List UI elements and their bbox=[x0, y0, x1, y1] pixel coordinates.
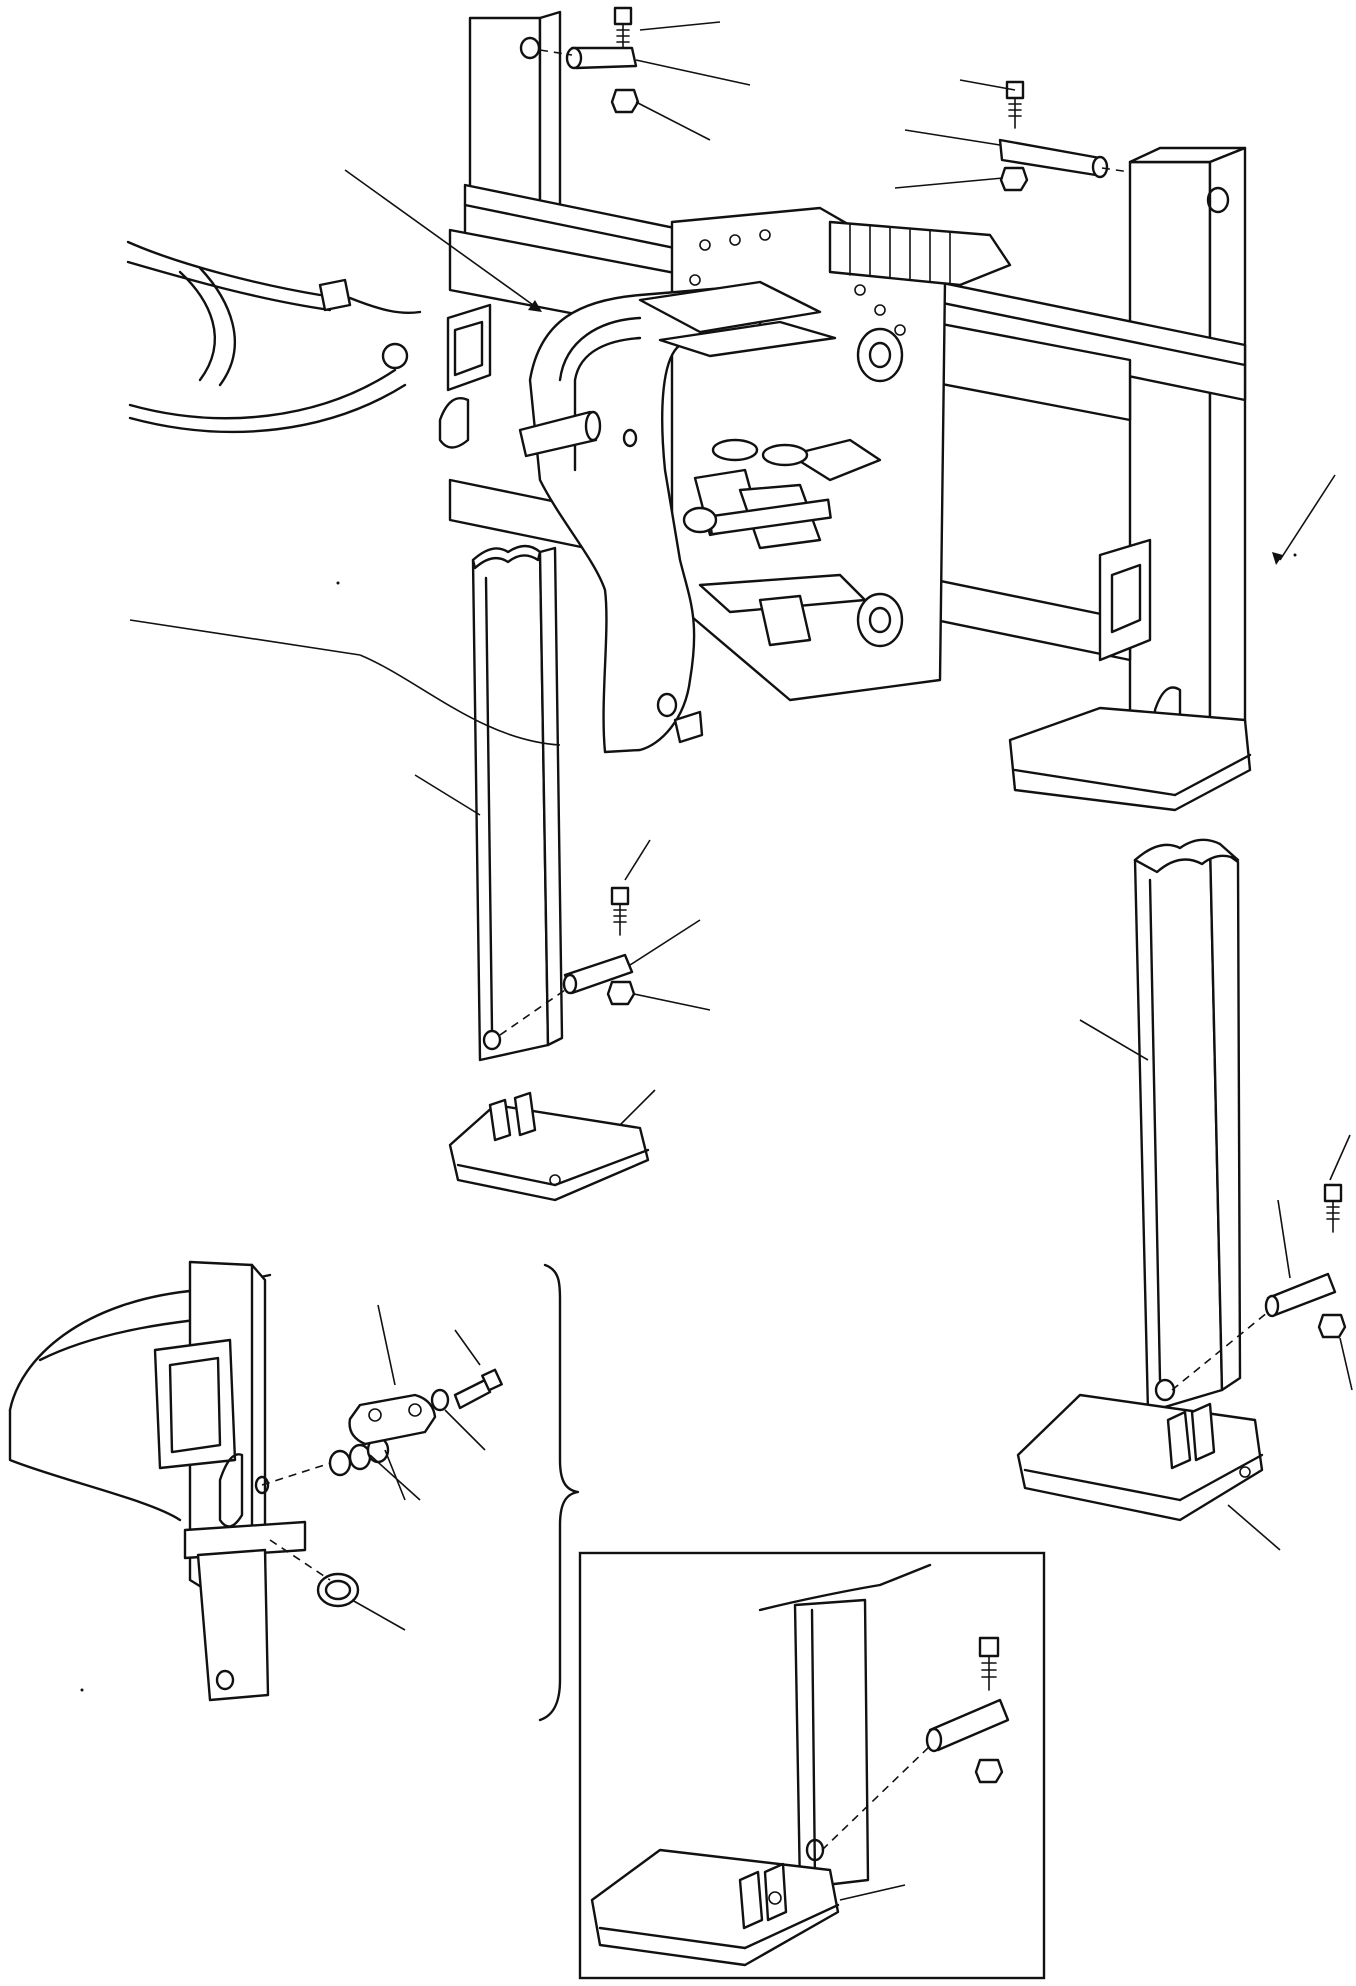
left-hitch-bracket bbox=[438, 303, 492, 449]
right-leg-pin-assembly bbox=[1171, 1183, 1347, 1391]
inset-detail-frame bbox=[578, 1551, 1046, 1980]
right-hitch-bracket bbox=[1098, 538, 1152, 662]
hydraulic-hose bbox=[126, 240, 422, 434]
left-leg-pin-assembly bbox=[499, 886, 636, 1036]
detail-bracket-brace bbox=[538, 1263, 580, 1722]
hitch-pivot-pin bbox=[518, 410, 602, 458]
lower-clevis bbox=[698, 573, 867, 647]
top-right-pin-assembly bbox=[998, 80, 1131, 192]
scan-dot bbox=[336, 581, 340, 585]
hitch-top-link bbox=[638, 280, 837, 358]
detail-view-left bbox=[8, 1260, 503, 1702]
frame-right-base-plate bbox=[1008, 706, 1252, 812]
left-foot-pad bbox=[448, 1091, 650, 1202]
scan-dot bbox=[80, 1688, 84, 1692]
frame-right-upright bbox=[1128, 146, 1247, 762]
frame-left-upright bbox=[468, 10, 562, 242]
left-leg bbox=[471, 544, 564, 1062]
right-foot-pad bbox=[1016, 1393, 1264, 1522]
scan-dot bbox=[1293, 553, 1297, 557]
leader-lines bbox=[129, 21, 1353, 1901]
coupling-shaft bbox=[682, 438, 882, 550]
counterweight-block bbox=[828, 220, 1012, 287]
hitch-arm-casting bbox=[528, 283, 762, 754]
top-left-pin-assembly bbox=[539, 6, 640, 114]
right-leg bbox=[1133, 838, 1242, 1414]
